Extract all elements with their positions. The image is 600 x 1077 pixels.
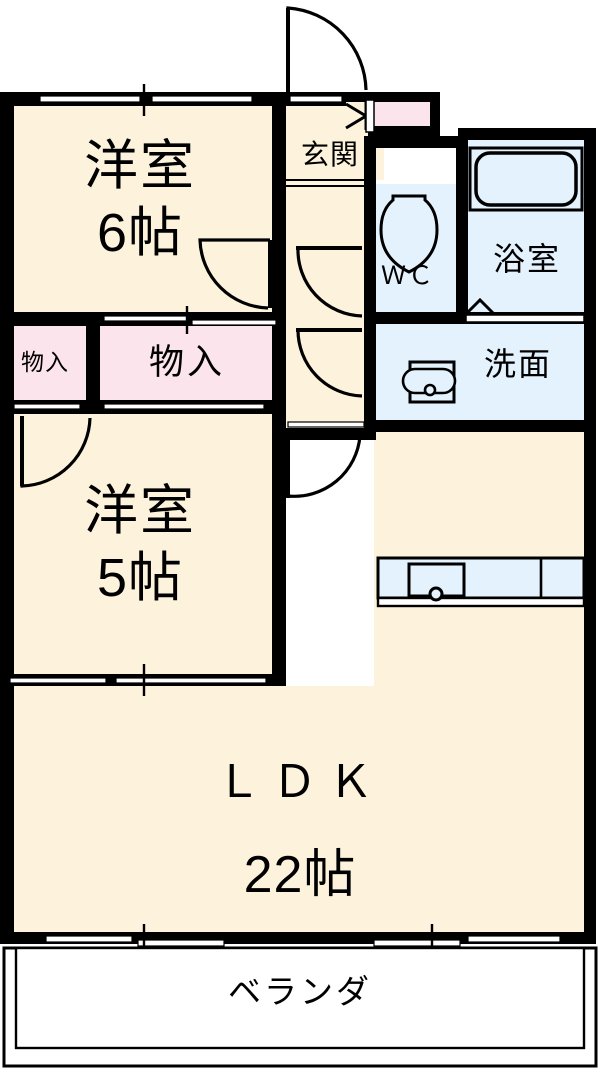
closet-large-door-low	[103, 403, 265, 410]
fixtures	[376, 146, 586, 608]
closet-small-label: 物入	[21, 349, 69, 375]
wall-bath-top	[458, 128, 594, 140]
wc-label: ＷＣ	[380, 262, 435, 290]
wall-left-outer	[0, 92, 14, 944]
bedroom6-door-arc	[198, 238, 270, 310]
closet-small-door	[13, 403, 81, 410]
wall-genkan-bath	[364, 136, 464, 148]
closet-large-door-a	[103, 315, 189, 322]
entrance-door-arc	[286, 6, 368, 92]
entrance-label: 玄関	[300, 139, 359, 170]
room-fill-closet-large	[100, 325, 278, 403]
bathtub-icon	[474, 151, 578, 207]
wall-bedroom5-right	[272, 412, 286, 686]
closet-large-door-b	[191, 319, 277, 326]
toilet-icon	[379, 194, 439, 274]
window-bedroom5-bottom-a	[9, 677, 107, 684]
bath-door-panel	[465, 314, 585, 323]
bedroom-5-name-label: 洋室	[84, 481, 196, 541]
washroom-label: 洗面	[483, 346, 552, 382]
ldk-size-label: 22帖	[243, 846, 357, 904]
window-bedroom6-top-b	[151, 95, 253, 103]
room-fill-bedroom-5	[8, 412, 278, 680]
veranda-door-b	[137, 939, 225, 947]
ldk-name-label: ＬＤＫ	[215, 756, 384, 807]
veranda-door-a	[45, 935, 133, 943]
closet-large-label: 物入	[148, 343, 225, 382]
bedroom-5-size-label: 5帖	[96, 548, 184, 608]
room-fill-bedroom-6	[14, 100, 278, 318]
washroom-door-arc	[296, 329, 363, 398]
bedroom-6-name-label: 洋室	[84, 136, 196, 196]
veranda-door-d	[467, 935, 561, 943]
bedroom-6-size-label: 6帖	[96, 203, 184, 263]
bath-door-chevron	[464, 297, 496, 316]
corridor-threshold	[287, 421, 365, 428]
door-swings	[20, 6, 496, 498]
veranda-area	[2, 946, 598, 1068]
wall-bath-left	[456, 136, 468, 320]
veranda-door-c	[373, 939, 461, 947]
ldk-door-arc	[286, 435, 362, 498]
veranda-inner	[14, 946, 586, 1050]
wall-shoebox-bottom	[368, 126, 440, 136]
wall-washroom-bottom	[364, 420, 592, 432]
bathroom-label: 浴室	[492, 241, 561, 277]
kitchen-counter-front-edge	[376, 596, 586, 608]
wall-top-shoebox	[346, 92, 440, 102]
wall-bath-right	[584, 128, 596, 944]
wall-bedroom6-corridor	[272, 100, 286, 320]
entrance-threshold	[289, 95, 343, 103]
room-fill-ldk	[8, 686, 584, 940]
wall-corridor-right	[272, 320, 286, 440]
veranda-label: ベランダ	[228, 973, 372, 1010]
shoe-box-door-frame	[365, 99, 375, 133]
wall-shoebox-right	[430, 96, 440, 134]
kitchen-sink-drain	[428, 586, 444, 602]
wall-closet-divider	[86, 318, 100, 410]
window-bedroom6-top-a	[39, 95, 141, 103]
wall-corridor-wet	[364, 136, 376, 440]
window-bedroom5-bottom-b	[115, 677, 267, 684]
room-fill-shoe-box	[374, 100, 432, 130]
room-fill-closet-small	[8, 325, 86, 403]
wc-door-arc	[296, 247, 363, 318]
bedroom5-door-arc	[20, 416, 92, 488]
wall-wc-washroom	[364, 312, 466, 324]
wall-corridor-bottom	[284, 428, 376, 440]
washbasin-drain	[423, 383, 437, 397]
